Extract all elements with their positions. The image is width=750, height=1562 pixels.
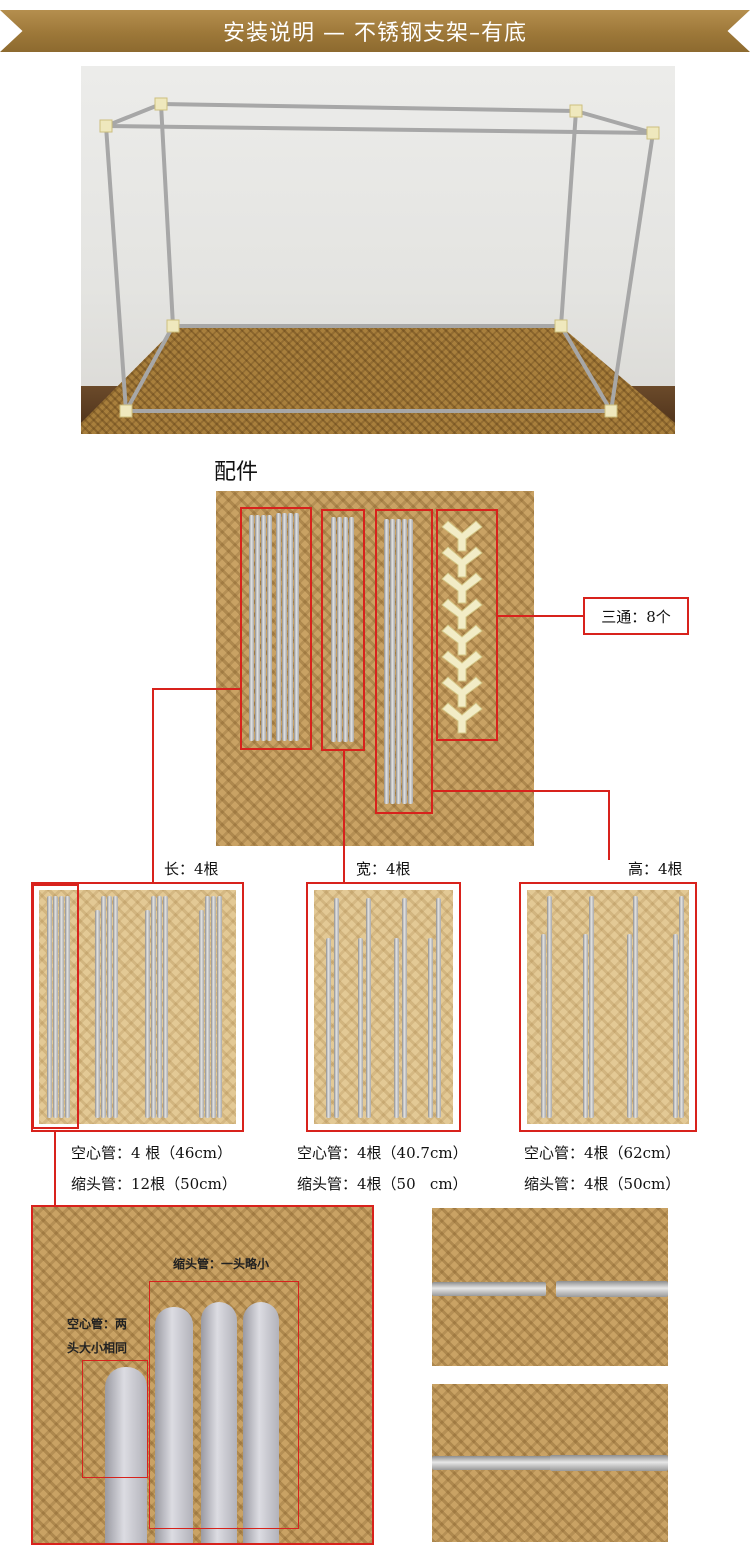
width-parts-photo [314,890,453,1124]
tee-count-label: 三通：8个 [583,597,689,635]
width-hollow-spec: 空心管：4根（40.7cm） [297,1144,468,1162]
assembled-frame-photo [81,66,675,434]
closeup-photo: 缩头管：一头略小 空心管：两 头大小相同 [31,1205,374,1545]
closeup-connector-v [54,1130,56,1206]
height-parts-photo [527,890,689,1124]
parts-heading: 配件 [214,460,259,485]
height-reduced-spec: 缩头管：4根（50cm） [524,1175,681,1193]
length-reduced-spec: 缩头管：12根（50cm） [71,1175,237,1193]
height-connector-h [433,790,610,792]
width-parts-panel [306,882,461,1132]
width-reduced-spec: 缩头管：4根（50 cm） [297,1175,468,1193]
height-parts-panel [519,882,697,1132]
parts-photo [216,491,534,846]
frame-drawing [99,97,660,418]
title-banner: 安装说明 — 不锈钢支架–有底 [0,10,750,52]
length-hollow-spec: 空心管：4 根（46cm） [71,1144,233,1162]
tee-connector-line [498,615,583,617]
length-connector-v [152,688,154,884]
hollow-pipe-highlight [82,1360,148,1478]
width-connector-v [343,751,345,884]
bed-mat [81,327,675,434]
length-connector-h [152,688,240,690]
height-connector-v [608,790,610,860]
length-parts-panel [31,882,244,1132]
hollow-pipe-note-line2: 头大小相同 [67,1341,128,1355]
joint-photo-connected [432,1384,668,1542]
hollow-pipes-highlight [32,884,79,1129]
hollow-pipe-note-line1: 空心管：两 [67,1317,128,1331]
reduced-pipe-highlight [149,1281,299,1529]
width-label: 宽：4根 [356,860,411,878]
reduced-pipe-note: 缩头管：一头略小 [173,1257,270,1271]
width-group-highlight [321,509,365,751]
height-label: 高：4根 [628,860,683,878]
length-group-highlight [240,507,312,750]
length-label: 长：4根 [164,860,219,878]
tee-group-highlight [436,509,498,741]
page-title: 安装说明 — 不锈钢支架–有底 [223,21,527,46]
tee-connectors [441,520,483,734]
joint-photo-separated [432,1208,668,1366]
length-parts-photo [39,890,236,1124]
height-hollow-spec: 空心管：4根（62cm） [524,1144,681,1162]
height-group-highlight [375,509,433,814]
